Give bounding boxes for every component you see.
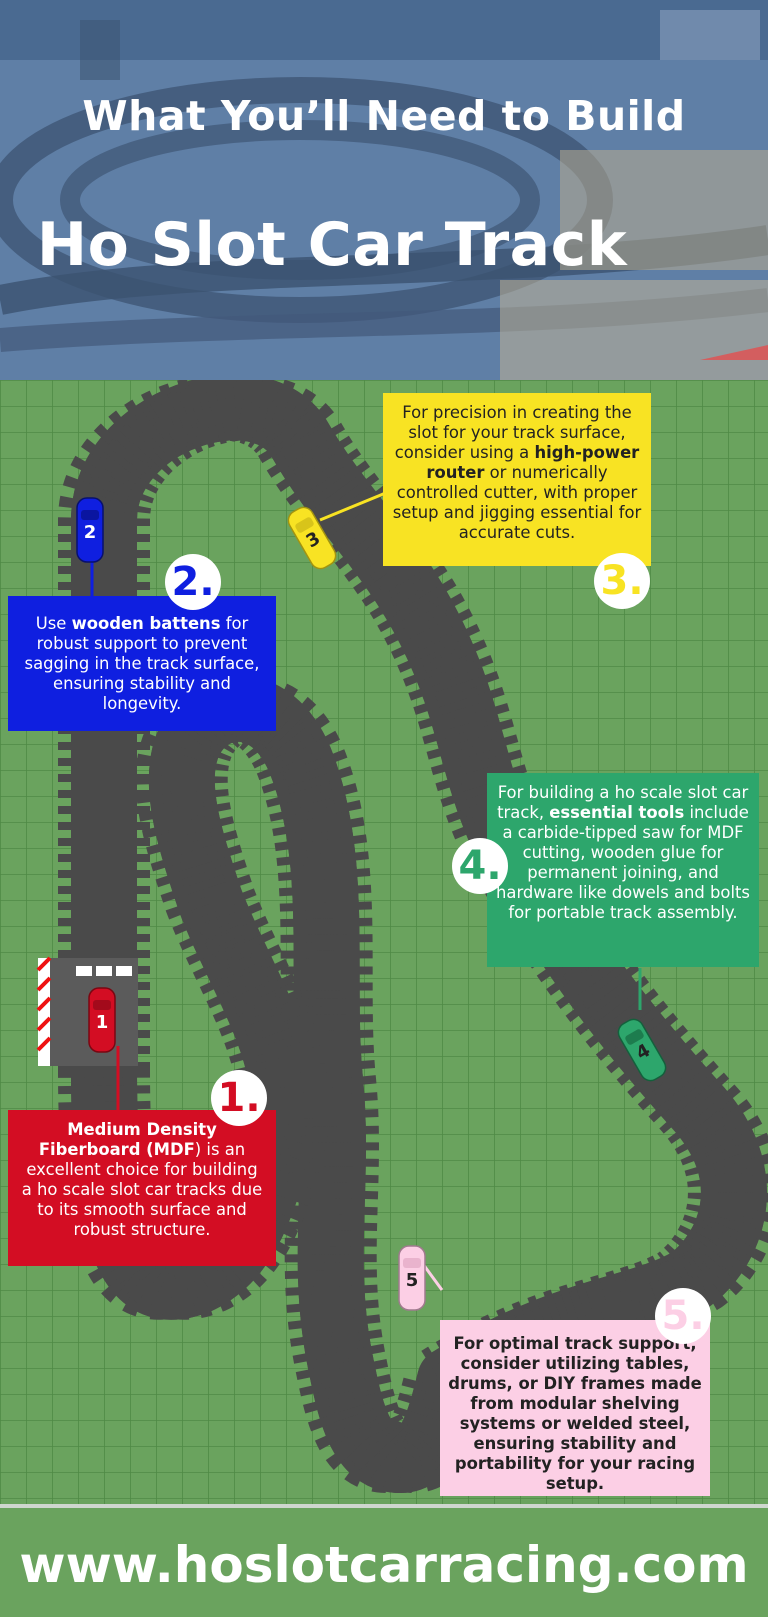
car-2: 2 (76, 497, 104, 563)
connector-line-3 (319, 490, 389, 522)
step-1-bold: Medium Density Fiberboard (MDF (38, 1120, 217, 1159)
car-1-number: 1 (96, 1012, 109, 1033)
car-4: 4 (617, 1018, 667, 1082)
step-5-text: For optimal track support, consider util… (448, 1334, 702, 1493)
step-2-bold: wooden battens (71, 614, 221, 633)
step-1-text: ) is an excellent choice for building a … (21, 1140, 263, 1239)
step-1-box: Medium Density Fiberboard (MDF) is an ex… (8, 1110, 276, 1266)
step-3-text: or numerically controlled cutter, with p… (392, 463, 642, 542)
step-2-badge: 2. (165, 554, 221, 610)
title-line-1: What You’ll Need to Build (82, 92, 686, 140)
step-4-badge: 4. (452, 838, 508, 894)
start-finish-line (36, 956, 138, 1066)
footer: www.hoslotcarracing.com (0, 1504, 768, 1617)
race-track (91, 380, 747, 1460)
title-line-2: Ho Slot Car Track (36, 210, 628, 280)
step-5-badge: 5. (655, 1288, 711, 1344)
car-3: 3 (287, 506, 337, 570)
step-3-badge: 3. (594, 553, 650, 609)
step-2-pre: Use (35, 614, 72, 633)
step-2-text: for robust support to prevent sagging in… (24, 614, 260, 713)
step-3-box: For precision in creating the slot for y… (383, 393, 651, 566)
step-4-pre: For building a ho scale slot car track, (497, 783, 749, 822)
header-banner: What You’ll Need to Build Ho Slot Car Tr… (0, 0, 768, 380)
step-4-text: include a carbide-tipped saw for MDF cut… (496, 803, 750, 922)
step-2-box: Use wooden battens for robust support to… (8, 596, 276, 731)
step-4-bold: essential tools (549, 803, 685, 822)
step-5-box: For optimal track support, consider util… (440, 1320, 710, 1496)
step-3-pre: For precision in creating the slot for y… (394, 403, 632, 462)
footer-url-link[interactable]: www.hoslotcarracing.com (19, 1536, 749, 1594)
step-4-box: For building a ho scale slot car track, … (487, 773, 759, 967)
car-1: 1 (88, 987, 116, 1053)
step-3-bold: high-power router (426, 443, 640, 482)
car-2-number: 2 (84, 522, 97, 543)
header-background-image (0, 0, 768, 380)
car-5: 5 (398, 1245, 426, 1311)
step-1-badge: 1. (211, 1070, 267, 1126)
car-5-number: 5 (406, 1270, 419, 1291)
